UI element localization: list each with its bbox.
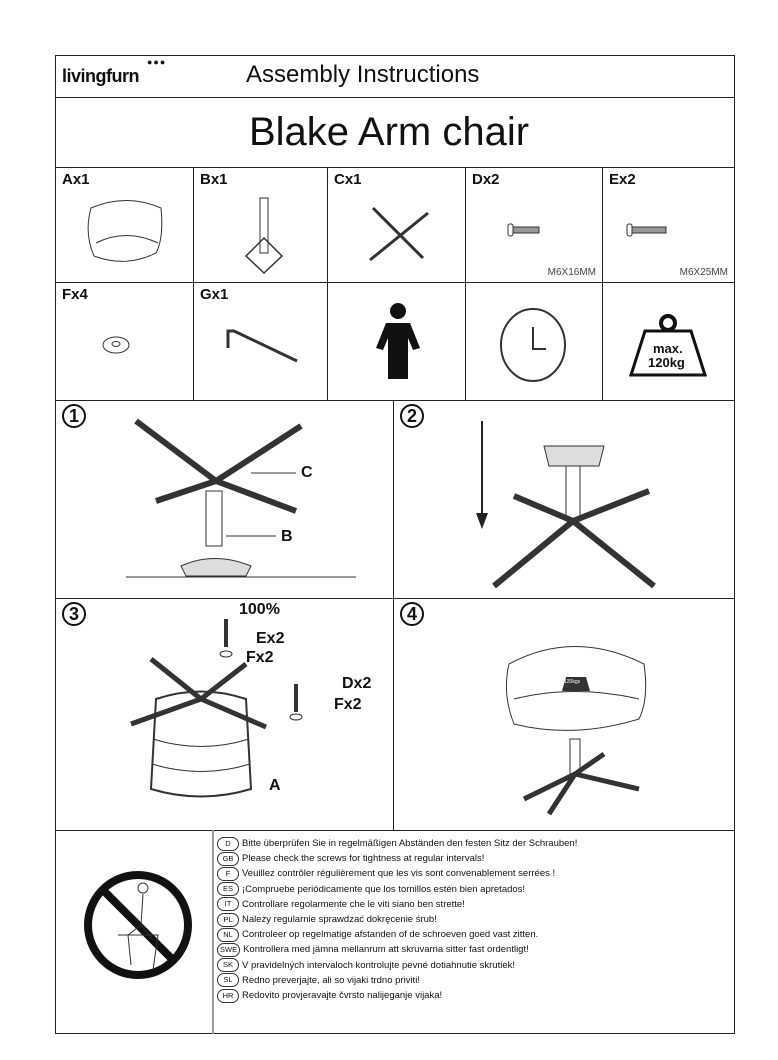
column-icon: [244, 197, 284, 275]
step-number: 3: [62, 602, 86, 626]
part-label: Bx1: [200, 171, 228, 188]
part-d: Dx2 M6X16MM: [465, 167, 603, 283]
seat-icon: [87, 200, 163, 262]
warning-text: Redovito provjeravajte čvrsto nalijeganj…: [242, 990, 443, 1002]
warning-text: Controleer op regelmatige afstanden of d…: [242, 929, 539, 941]
language-code: GB: [217, 851, 239, 866]
language-code: D: [217, 836, 239, 851]
step-4-illustration: [505, 646, 647, 816]
part-a: Ax1: [55, 167, 194, 283]
one-person-cell: [327, 282, 466, 401]
part-label: Ax1: [62, 171, 90, 188]
warning-text: Należy regularnie sprawdzać dokręcenie ś…: [242, 914, 437, 926]
part-label: Dx2: [472, 171, 500, 188]
language-code: SL: [217, 973, 239, 988]
step-2-illustration: [476, 421, 656, 589]
part-f: Fx4: [55, 282, 194, 401]
step-1-illustration: [126, 418, 356, 578]
language-code: NL: [217, 927, 239, 942]
step-3: 3 100% Ex2 Fx2 Dx2 Fx2 A: [55, 598, 394, 831]
part-b: Bx1: [193, 167, 328, 283]
clock-icon: [500, 308, 566, 382]
warning-text: ¡Compruebe periódicamente que los tornil…: [242, 883, 526, 895]
step-number: 2: [400, 404, 424, 428]
part-label: Cx1: [334, 171, 362, 188]
callout-b: B: [281, 528, 293, 545]
callout-c: C: [301, 464, 313, 481]
warning-row: ES¡Compruebe periódicamente que los torn…: [217, 882, 577, 897]
base-icon: [369, 206, 429, 262]
logo-dots-icon: ●●●: [147, 57, 167, 67]
step-number: 1: [62, 404, 86, 428]
warning-text: V pravidelných intervaloch kontrolujte p…: [242, 959, 516, 971]
washer-icon: [102, 336, 130, 354]
step-2: 2: [393, 400, 735, 599]
part-label: Ex2: [609, 171, 636, 188]
part-label: Fx4: [62, 286, 88, 303]
header-title: Assembly Instructions: [246, 61, 480, 88]
product-title: Blake Arm chair: [248, 110, 530, 154]
callout-fx2: Fx2: [246, 649, 274, 666]
weight-text: max.: [653, 341, 683, 356]
weight-icon: [628, 314, 708, 377]
language-code: HR: [217, 988, 239, 1003]
language-code: SK: [217, 958, 239, 973]
maintenance-section: [55, 830, 735, 1034]
language-code: IT: [217, 897, 239, 912]
part-size: M6X16MM: [547, 267, 596, 278]
callout-fx2: Fx2: [334, 696, 362, 713]
language-code: SWE: [217, 943, 241, 958]
part-c: Cx1: [327, 167, 466, 283]
allen-key-icon: [226, 329, 298, 363]
part-g: Gx1: [193, 282, 328, 401]
warning-text: Please check the screws for tightness at…: [242, 853, 485, 865]
warning-text: Bitte überprüfen Sie in regelmäßigen Abs…: [242, 838, 578, 849]
step-3-illustration: [130, 619, 303, 798]
weight-text: 120kg: [648, 355, 685, 370]
weight-label: 120kgs: [564, 679, 581, 685]
callout-dx2: Dx2: [342, 675, 372, 692]
callout-torque: 100%: [239, 601, 280, 618]
part-e: Ex2 M6X25MM: [602, 167, 735, 283]
brand-logo: livingfurn: [62, 66, 140, 86]
step-1: 1 C B: [55, 400, 394, 599]
callout-a: A: [269, 777, 281, 794]
language-code: F: [217, 867, 239, 881]
max-weight-cell: max. 120kg: [602, 282, 735, 401]
part-size: M6X25MM: [679, 267, 728, 278]
language-code: ES: [217, 882, 239, 897]
warning-text: Redno preverjajte, ali so vijaki trdno p…: [242, 974, 420, 986]
callout-ex2: Ex2: [256, 630, 285, 647]
step-number: 4: [400, 602, 424, 626]
divider: [212, 830, 214, 1034]
language-code: PL: [217, 912, 239, 927]
bolt-icon: [507, 223, 540, 237]
step-4: 4 120kgs: [393, 598, 735, 831]
part-label: Gx1: [200, 286, 229, 303]
time-cell: [465, 282, 603, 401]
person-icon: [376, 303, 420, 379]
warning-text: Veuillez contrôler régulièrement que les…: [242, 868, 556, 880]
bolt-icon: [626, 223, 667, 237]
warning-text: Controllare regolarmente che le viti sia…: [242, 898, 465, 910]
warning-text: Kontrollera med jämna mellanrum att skru…: [243, 944, 529, 956]
no-standing-icon: [84, 871, 192, 979]
